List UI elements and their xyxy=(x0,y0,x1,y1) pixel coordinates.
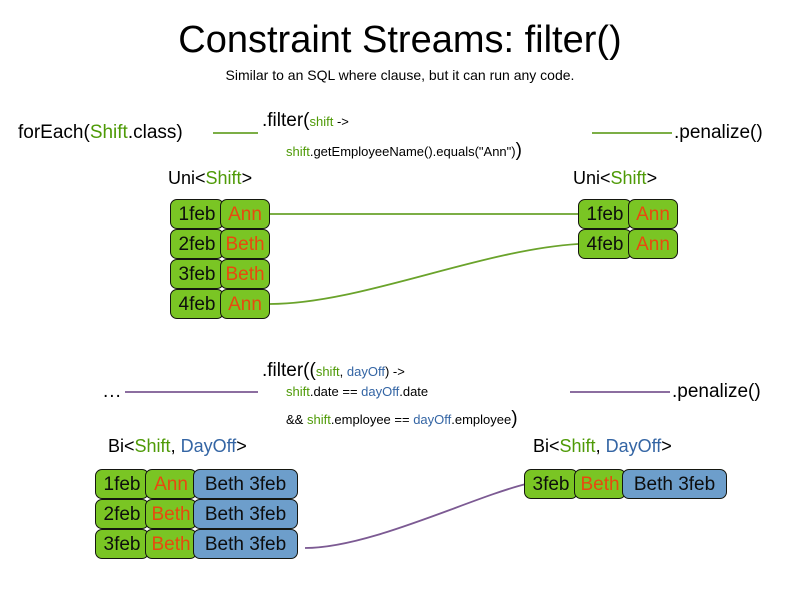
bi-source-ellipsis: ... xyxy=(103,381,122,402)
fact-date: 2feb xyxy=(170,229,224,259)
fact-row[interactable]: 3feb Beth Beth 3feb xyxy=(95,529,298,559)
filter-close-paren: ) xyxy=(515,140,522,161)
bi-filter-close-paren: ) xyxy=(511,408,518,429)
uni-input-type-label: Uni<Shift> xyxy=(168,168,252,189)
bi-input-type-label: Bi<Shift, DayOff> xyxy=(108,436,247,457)
flow-line-4feb xyxy=(269,243,579,305)
penalize-expression: .penalize() xyxy=(674,122,763,143)
fact-employee: Beth xyxy=(220,259,270,289)
bi-filter-param-dayoff: dayOff xyxy=(346,364,385,379)
fact-employee: Ann xyxy=(220,289,270,319)
fact-employee: Beth xyxy=(145,529,197,559)
bi-filter-line2: shift.date == dayOff.date xyxy=(286,384,428,400)
fact-employee: Ann xyxy=(628,199,678,229)
fact-date: 4feb xyxy=(578,229,632,259)
uni-output-suffix: > xyxy=(646,168,658,188)
bi-filter-line3: && shift.employee == dayOff.employee) xyxy=(286,408,518,430)
filter-param-shift: shift xyxy=(309,114,334,129)
bi-filter-l3-end: .employee xyxy=(451,412,512,427)
uni-input-suffix: > xyxy=(241,168,253,188)
bi-filter-arrow: ) -> xyxy=(384,364,405,379)
fact-employee: Beth xyxy=(220,229,270,259)
filter-keyword: .filter( xyxy=(262,110,310,131)
fact-dayoff: Beth 3feb xyxy=(193,529,298,559)
fact-date: 2feb xyxy=(95,499,149,529)
uni-output-type-label: Uni<Shift> xyxy=(573,168,657,189)
page-title: Constraint Streams: filter() xyxy=(178,19,622,61)
bi-output-suffix: > xyxy=(661,436,672,456)
fact-dayoff: Beth 3feb xyxy=(622,469,727,499)
fact-date: 1feb xyxy=(95,469,149,499)
foreach-prefix: forEach( xyxy=(18,122,90,143)
uni-input-prefix: Uni< xyxy=(168,168,206,188)
fact-row[interactable]: 3feb Beth Beth 3feb xyxy=(524,469,727,499)
fact-employee: Ann xyxy=(145,469,197,499)
bi-output-type-a: Shift xyxy=(559,436,596,456)
bi-filter-comma: , xyxy=(339,364,347,379)
fact-date: 3feb xyxy=(170,259,224,289)
foreach-suffix: .class) xyxy=(127,122,183,143)
bi-filter-l3-shift: shift xyxy=(306,412,331,427)
bi-filter-line1: .filter((shift, dayOff) -> xyxy=(262,360,405,382)
bi-filter-l2-end: .date xyxy=(399,384,429,399)
page-subtitle: Similar to an SQL where clause, but it c… xyxy=(225,67,575,83)
bi-input-type-a: Shift xyxy=(134,436,171,456)
fact-row[interactable]: 4feb Ann xyxy=(578,229,678,259)
bi-output-comma: , xyxy=(595,436,606,456)
filter-body-param: shift xyxy=(286,144,310,159)
bi-input-suffix: > xyxy=(236,436,247,456)
bi-input-prefix: Bi< xyxy=(108,436,135,456)
bi-filter-l2-dayoff: dayOff xyxy=(361,384,400,399)
fact-dayoff: Beth 3feb xyxy=(193,499,298,529)
fact-row[interactable]: 1feb Ann Beth 3feb xyxy=(95,469,298,499)
fact-employee: Ann xyxy=(628,229,678,259)
fact-date: 4feb xyxy=(170,289,224,319)
filter-body-call: .getEmployeeName().equals("Ann") xyxy=(309,144,516,159)
bi-filter-l2-shift: shift xyxy=(286,384,310,399)
fact-row[interactable]: 2feb Beth Beth 3feb xyxy=(95,499,298,529)
bi-input-comma: , xyxy=(170,436,181,456)
bi-filter-l3-dayoff: dayOff xyxy=(413,412,452,427)
bi-output-type-label: Bi<Shift, DayOff> xyxy=(533,436,672,457)
uni-output-prefix: Uni< xyxy=(573,168,611,188)
fact-employee: Beth xyxy=(145,499,197,529)
foreach-expression: forEach(Shift.class) xyxy=(18,122,183,144)
fact-date: 1feb xyxy=(578,199,632,229)
bi-filter-l2-mid: .date == xyxy=(309,384,362,399)
bi-penalize-expression: .penalize() xyxy=(672,381,761,402)
bi-filter-l3-and: && xyxy=(286,412,307,427)
foreach-type: Shift xyxy=(89,122,128,143)
fact-date: 1feb xyxy=(170,199,224,229)
bi-output-prefix: Bi< xyxy=(533,436,560,456)
bi-filter-param-shift: shift xyxy=(315,364,340,379)
fact-dayoff: Beth 3feb xyxy=(193,469,298,499)
fact-employee: Ann xyxy=(220,199,270,229)
fact-date: 3feb xyxy=(524,469,578,499)
fact-row[interactable]: 2feb Beth xyxy=(170,229,270,259)
uni-output-type: Shift xyxy=(610,168,647,188)
bi-output-type-b: DayOff xyxy=(605,436,662,456)
fact-row[interactable]: 1feb Ann xyxy=(578,199,678,229)
flow-line-3feb-bi xyxy=(304,483,527,549)
filter-expression-line1: .filter(shift -> xyxy=(262,110,349,132)
fact-date: 3feb xyxy=(95,529,149,559)
fact-row[interactable]: 3feb Beth xyxy=(170,259,270,289)
fact-row[interactable]: 4feb Ann xyxy=(170,289,270,319)
filter-expression-line2: shift.getEmployeeName().equals("Ann")) xyxy=(286,140,522,162)
bi-input-type-b: DayOff xyxy=(180,436,237,456)
bi-filter-keyword: .filter(( xyxy=(262,360,316,381)
fact-employee: Beth xyxy=(574,469,626,499)
bi-filter-l3-mid: .employee == xyxy=(330,412,414,427)
filter-arrow: -> xyxy=(333,114,349,129)
uni-input-type: Shift xyxy=(205,168,242,188)
fact-row[interactable]: 1feb Ann xyxy=(170,199,270,229)
